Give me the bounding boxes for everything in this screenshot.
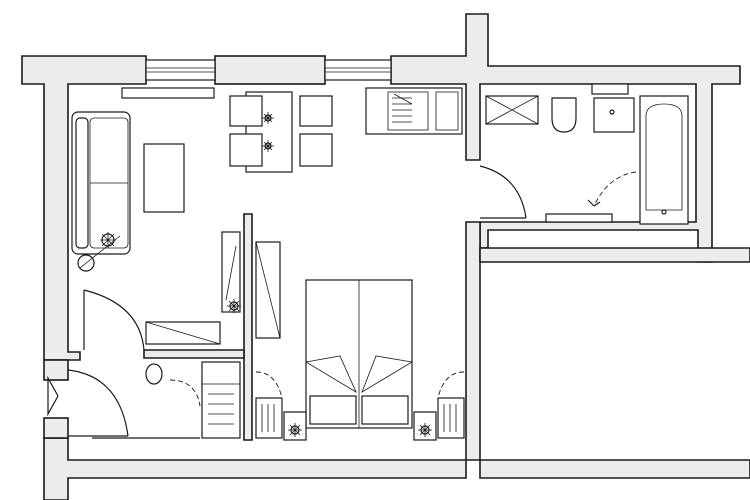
toilet <box>551 97 577 133</box>
radiator <box>121 87 215 99</box>
coffee-table <box>143 143 185 213</box>
dining-chair <box>229 95 263 127</box>
sink <box>387 91 429 131</box>
window-icon <box>145 59 216 81</box>
wall-exterior-bottom <box>43 437 467 500</box>
dining-chair <box>299 95 333 127</box>
shower-tray <box>485 95 539 125</box>
closet <box>255 371 283 439</box>
entrance-hall <box>47 289 241 439</box>
living-dining-room <box>71 87 333 313</box>
wall-hall-top <box>143 349 245 359</box>
window-icon <box>324 59 392 81</box>
wardrobe <box>255 241 281 339</box>
wall-top-middle <box>214 55 326 85</box>
bathroom <box>479 83 689 225</box>
lamp-icon <box>418 423 432 437</box>
towel-radiator <box>545 213 613 223</box>
cooktop <box>435 91 459 131</box>
wall-entry-jamb-bottom <box>43 417 69 439</box>
wall-bedroom-left <box>243 213 253 441</box>
kitchen <box>365 87 463 135</box>
wall-bathroom-bottom <box>479 247 750 263</box>
door-swing-icon <box>593 171 637 207</box>
lamp-icon <box>227 299 241 313</box>
lamp-icon <box>262 112 274 124</box>
wall-top-right <box>390 13 741 263</box>
closet <box>437 371 465 439</box>
kitchen-counter <box>365 87 463 135</box>
door-swing-icon <box>67 369 129 437</box>
lamp-icon <box>262 140 274 152</box>
bathtub <box>639 95 689 225</box>
dining-chair <box>299 133 333 167</box>
walls <box>21 13 750 500</box>
closet <box>169 361 241 439</box>
coat-hook <box>145 363 163 385</box>
bedroom <box>255 241 465 441</box>
wall-exterior-bottom-right <box>479 459 750 479</box>
lamp-icon <box>288 423 302 437</box>
wall-partition-bedroom-right <box>465 221 481 461</box>
door-swing-icon <box>479 165 527 219</box>
door-swing-icon <box>83 289 145 351</box>
dining-chair <box>229 133 263 167</box>
double-bed <box>304 279 414 429</box>
sofa <box>71 111 131 255</box>
entry-door <box>47 375 59 417</box>
washbasin <box>591 83 635 133</box>
windows <box>145 59 392 81</box>
